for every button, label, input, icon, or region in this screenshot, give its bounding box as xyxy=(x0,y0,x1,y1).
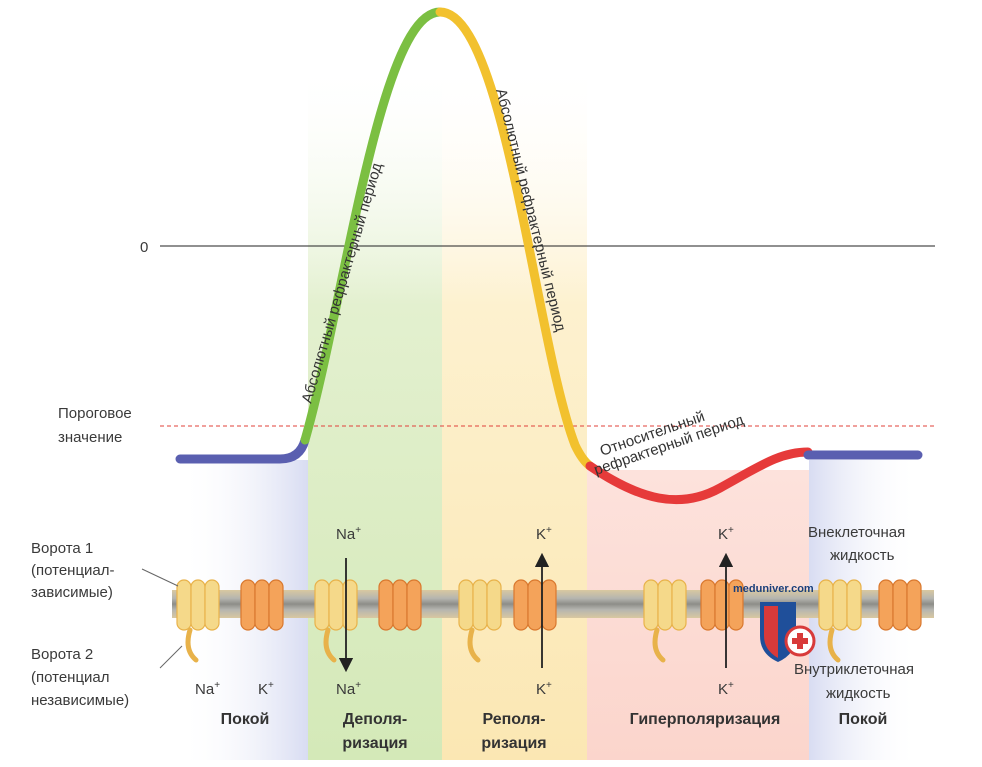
potassium-channel xyxy=(379,580,421,630)
channel-subunit xyxy=(269,580,283,630)
depol-na-top-label: Na+ xyxy=(336,521,361,544)
rest-k-label: K+ xyxy=(258,676,274,699)
potassium-channel xyxy=(241,580,283,630)
phase-rest-right: Покой xyxy=(818,709,908,731)
rest-na-label: Na+ xyxy=(195,676,220,699)
repol-k-top-label: K+ xyxy=(536,521,552,544)
phase-depol-1: Деполя- xyxy=(318,709,432,731)
channel-subunit xyxy=(473,580,487,630)
intracellular-label-1: Внутриклеточная xyxy=(794,660,914,679)
channel-subunit xyxy=(701,580,715,630)
channel-subunit xyxy=(907,580,921,630)
channel-subunit xyxy=(672,580,686,630)
channel-subunit xyxy=(191,580,205,630)
channel-subunit xyxy=(393,580,407,630)
channel-subunit xyxy=(379,580,393,630)
channel-subunit xyxy=(407,580,421,630)
channel-subunit xyxy=(644,580,658,630)
phase-repol-1: Реполя- xyxy=(455,709,573,731)
phase-depol-2: ризация xyxy=(318,733,432,755)
watermark-text: meduniver.com xyxy=(733,583,814,595)
channel-subunit xyxy=(205,580,219,630)
phase-hyperpolarization: Гиперполяризация xyxy=(600,709,810,731)
channel-subunit xyxy=(315,580,329,630)
channel-subunit xyxy=(893,580,907,630)
channel-subunit xyxy=(528,580,542,630)
channel-subunit xyxy=(658,580,672,630)
channel-subunit xyxy=(177,580,191,630)
channel-subunit xyxy=(514,580,528,630)
potassium-channel xyxy=(879,580,921,630)
threshold-label-1: Пороговое xyxy=(58,404,132,423)
gate2-label-3: независимые) xyxy=(31,691,129,710)
channel-subunit xyxy=(487,580,501,630)
channel-subunit xyxy=(241,580,255,630)
zero-label: 0 xyxy=(140,238,148,257)
extracellular-label-2: жидкость xyxy=(830,546,894,565)
intracellular-label-2: жидкость xyxy=(826,684,890,703)
channel-subunit xyxy=(879,580,893,630)
hyper-k-bottom-label: K+ xyxy=(718,676,734,699)
channel-subunit xyxy=(329,580,343,630)
channel-subunit xyxy=(847,580,861,630)
potassium-channel xyxy=(514,580,556,630)
channel-subunit xyxy=(819,580,833,630)
channel-subunit xyxy=(459,580,473,630)
phase-rest-left: Покой xyxy=(200,709,290,731)
depol-na-bottom-label: Na+ xyxy=(336,676,361,699)
gate1-label-3: зависимые) xyxy=(31,583,113,602)
extracellular-label-1: Внеклеточная xyxy=(808,523,905,542)
channel-subunit xyxy=(255,580,269,630)
gate1-pointer xyxy=(142,569,178,586)
gate1-label-2: (потенциал- xyxy=(31,561,115,580)
gate2-label-1: Ворота 2 xyxy=(31,645,93,664)
repol-k-bottom-label: K+ xyxy=(536,676,552,699)
curve-rest-left xyxy=(180,440,305,459)
gate1-label-1: Ворота 1 xyxy=(31,539,93,558)
threshold-label-2: значение xyxy=(58,428,122,447)
phase-repol-2: ризация xyxy=(455,733,573,755)
channel-subunit xyxy=(833,580,847,630)
gate2-pointer xyxy=(160,646,182,668)
gate2-label-2: (потенциал xyxy=(31,668,110,687)
hyper-k-top-label: K+ xyxy=(718,521,734,544)
channel-subunit xyxy=(542,580,556,630)
